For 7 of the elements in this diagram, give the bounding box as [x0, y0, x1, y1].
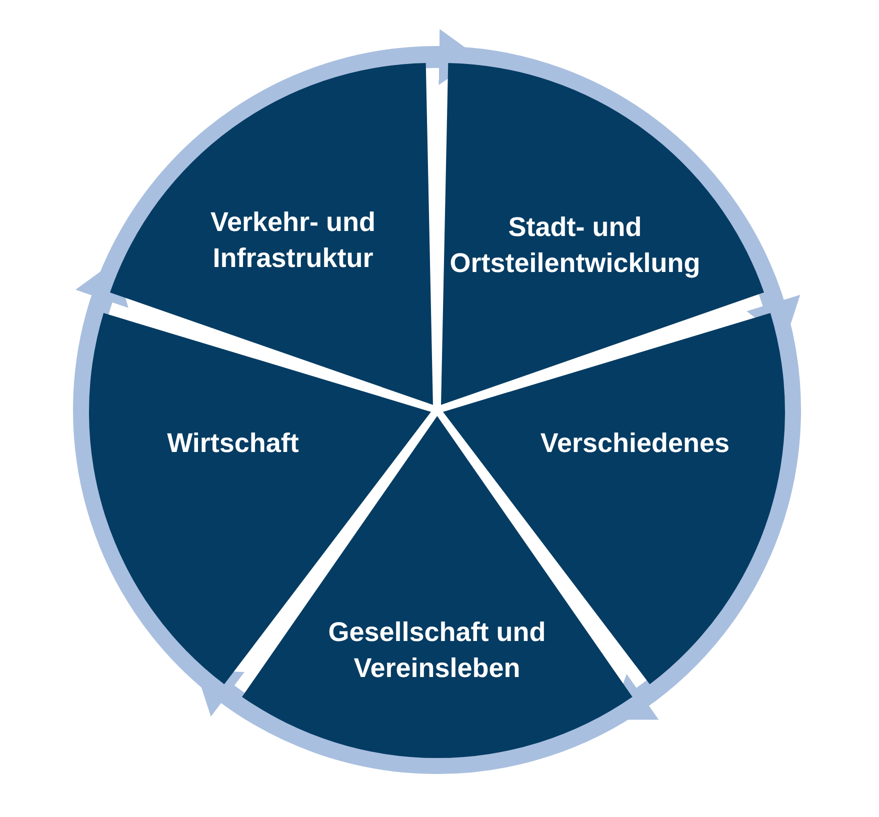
segment-label: Gesellschaft und Vereinsleben: [327, 616, 547, 685]
segment: [110, 63, 434, 406]
segment-label: Verkehr- und Infrastruktur: [209, 206, 376, 275]
segment-label: Stadt- und Ortsteilentwicklung: [448, 210, 702, 280]
segment-label: Wirtschaft: [166, 426, 300, 460]
segment-label: Verschiedenes: [539, 426, 731, 460]
segment: [440, 63, 764, 406]
